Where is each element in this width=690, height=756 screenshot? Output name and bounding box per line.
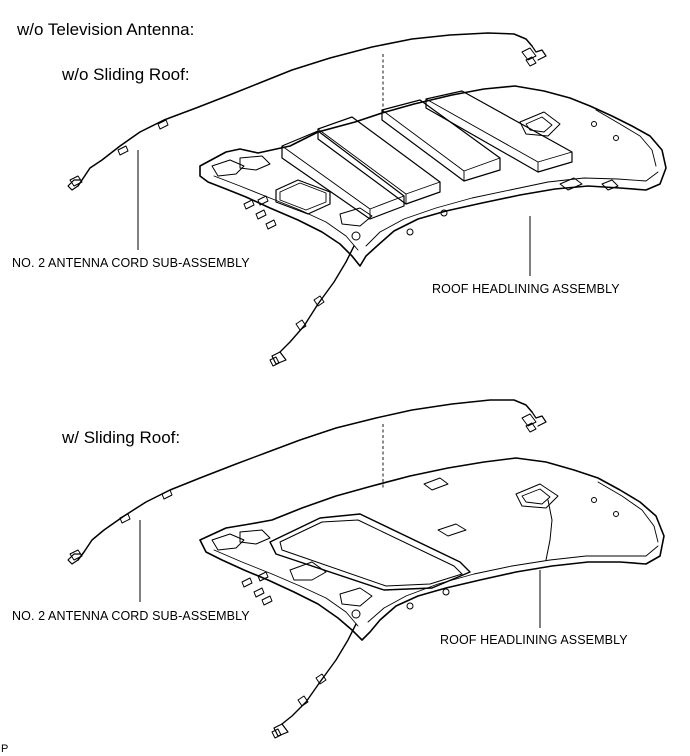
foam-pad-1 bbox=[281, 130, 405, 220]
heading-without-sliding-roof: w/o Sliding Roof: bbox=[62, 65, 190, 84]
antenna-cord-top bbox=[77, 32, 533, 187]
label-headlining-top: ROOF HEADLINING ASSEMBLY bbox=[432, 282, 620, 296]
label-antenna-cord-top: NO. 2 ANTENNA CORD SUB-ASSEMBLY bbox=[12, 256, 250, 270]
antenna-cord-drop-top bbox=[279, 245, 355, 353]
headlining-panel-bottom bbox=[199, 457, 665, 641]
foam-pad-4 bbox=[425, 90, 573, 173]
antenna-cord-drop-bottom bbox=[281, 623, 357, 725]
foam-pad-3 bbox=[381, 99, 501, 182]
headlining-panel-top bbox=[199, 85, 667, 267]
heading-without-tv-antenna: w/o Television Antenna: bbox=[17, 20, 195, 39]
label-headlining-bottom: ROOF HEADLINING ASSEMBLY bbox=[440, 633, 628, 647]
foam-pad-2 bbox=[317, 116, 441, 205]
label-antenna-cord-bottom: NO. 2 ANTENNA CORD SUB-ASSEMBLY bbox=[12, 609, 250, 623]
figure-code: P bbox=[1, 743, 9, 755]
top-view-illustration bbox=[67, 32, 667, 367]
sunroof-opening bbox=[269, 513, 471, 591]
antenna-cord-bottom bbox=[77, 399, 533, 561]
bottom-view-illustration bbox=[67, 399, 665, 739]
heading-with-sliding-roof: w/ Sliding Roof: bbox=[62, 428, 181, 447]
